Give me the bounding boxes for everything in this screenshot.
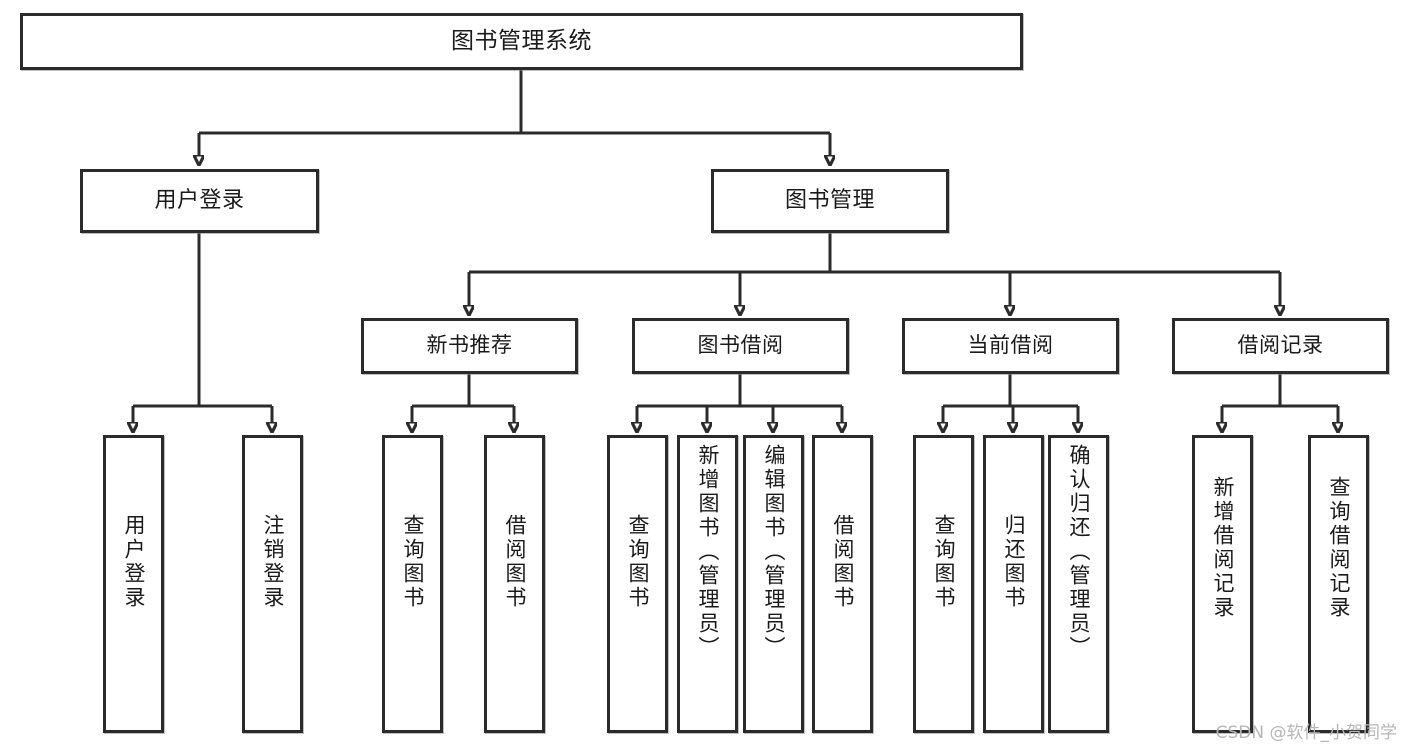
node-label: 借阅图书: [831, 514, 855, 610]
node-label: 新增借阅记录: [1211, 476, 1235, 620]
leaf-query-book-current[interactable]: 查询图书: [913, 435, 974, 733]
node-label: 查询图书: [401, 514, 425, 610]
node-label: 图书管理系统: [451, 27, 592, 54]
node-label: 图书借阅: [697, 333, 784, 358]
node-borrow-record[interactable]: 借阅记录: [1172, 318, 1389, 374]
node-label: 当前借阅: [967, 333, 1054, 358]
leaf-query-borrow-record[interactable]: 查询借阅记录: [1308, 435, 1369, 733]
csdn-watermark: CSDN @软件_小贺同学: [1215, 723, 1397, 743]
leaf-edit-book-admin[interactable]: 编辑图书（管理员）: [743, 435, 804, 733]
node-label: 归还图书: [1002, 514, 1026, 610]
leaf-query-book-borrow[interactable]: 查询图书: [607, 435, 668, 733]
node-label: 用户登录: [154, 187, 245, 213]
node-label: 查询图书: [626, 514, 650, 610]
node-label: 查询借阅记录: [1327, 476, 1351, 620]
node-book-management[interactable]: 图书管理: [711, 169, 949, 233]
node-label: 确认归还（管理员）: [1067, 444, 1091, 660]
leaf-add-book-admin[interactable]: 新增图书（管理员）: [677, 435, 738, 733]
leaf-logout-login[interactable]: 注销登录: [242, 435, 303, 733]
node-root-system[interactable]: 图书管理系统: [20, 13, 1023, 70]
node-label: 新增图书（管理员）: [696, 444, 720, 660]
node-label: 查询图书: [932, 514, 956, 610]
node-label: 借阅图书: [503, 514, 527, 610]
node-label: 用户登录: [122, 514, 146, 610]
leaf-confirm-return-admin[interactable]: 确认归还（管理员）: [1048, 435, 1109, 733]
node-user-login[interactable]: 用户登录: [80, 169, 319, 233]
node-label: 图书管理: [784, 187, 875, 213]
leaf-add-borrow-record[interactable]: 新增借阅记录: [1192, 435, 1253, 733]
node-label: 新书推荐: [426, 333, 513, 358]
leaf-borrow-book-recommend[interactable]: 借阅图书: [484, 435, 545, 733]
node-current-borrow[interactable]: 当前借阅: [902, 318, 1119, 374]
node-book-borrow[interactable]: 图书借阅: [632, 318, 849, 374]
node-label: 借阅记录: [1237, 333, 1324, 358]
node-label: 注销登录: [261, 514, 285, 610]
leaf-query-book-recommend[interactable]: 查询图书: [382, 435, 443, 733]
leaf-user-login[interactable]: 用户登录: [103, 435, 164, 733]
node-label: 编辑图书（管理员）: [762, 444, 786, 660]
leaf-return-book[interactable]: 归还图书: [983, 435, 1044, 733]
leaf-borrow-book-borrow[interactable]: 借阅图书: [812, 435, 873, 733]
node-new-book-recommend[interactable]: 新书推荐: [361, 318, 578, 374]
